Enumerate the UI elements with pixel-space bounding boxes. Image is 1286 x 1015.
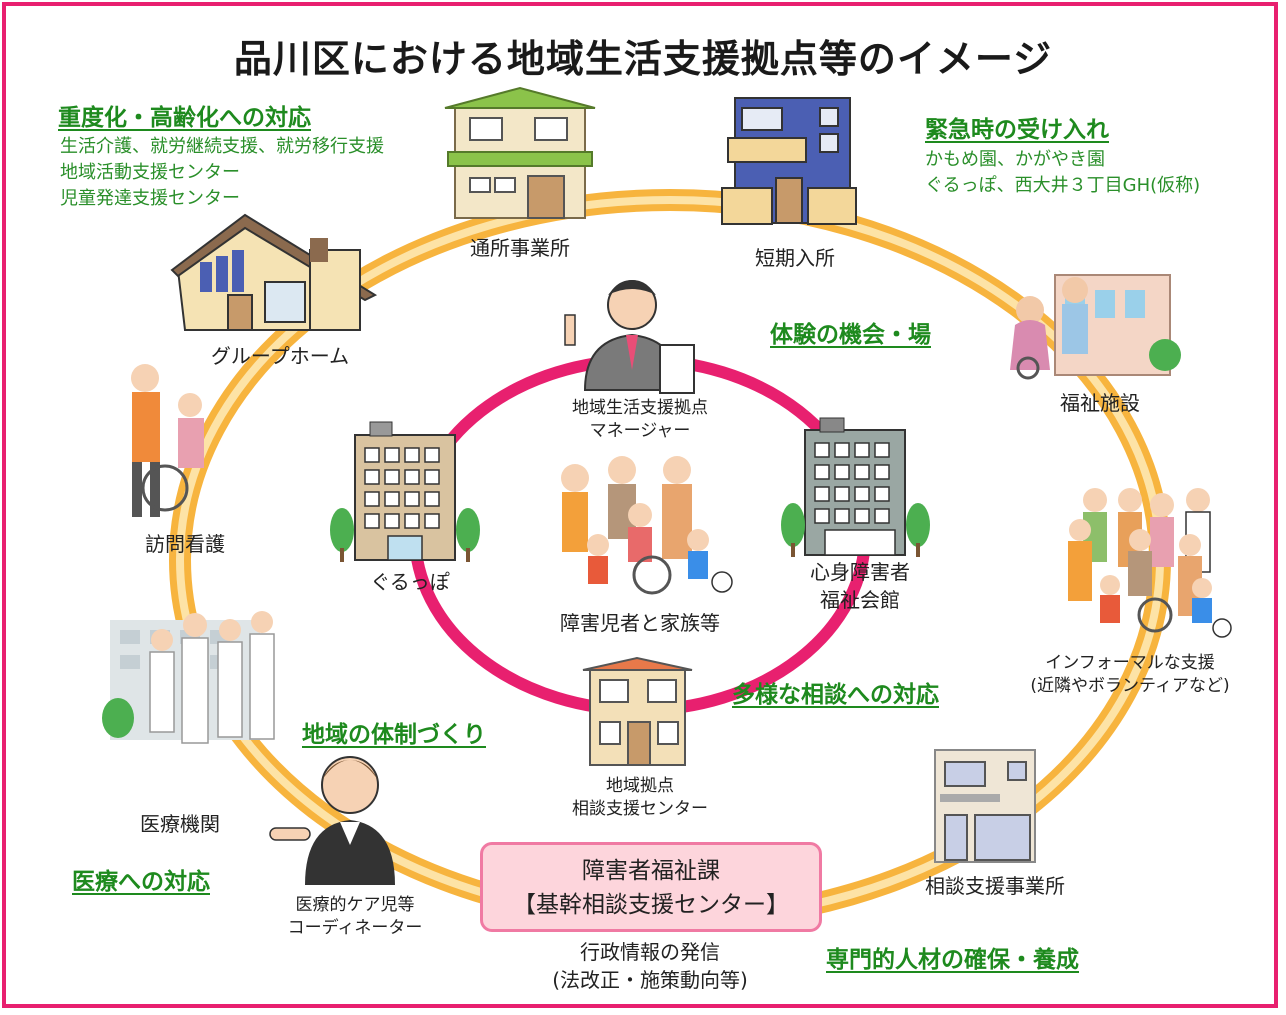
- visiting-nursing-icon: [131, 364, 204, 517]
- welfare-hall-line: 心身障害者: [810, 560, 910, 584]
- manager-line: マネージャー: [589, 421, 691, 441]
- regional-center-label: 地域拠点 相談支援センター: [540, 775, 740, 821]
- regional-center-line: 地域拠点: [606, 776, 674, 796]
- emergency-lines: かもめ園、かがやき園 ぐるっぽ、西大井３丁目GH(仮称): [925, 147, 1200, 199]
- center-box-line2: 【基幹相談支援センター】: [513, 892, 789, 918]
- group-home-house-icon: [170, 213, 378, 331]
- specialist-heading: 専門的人材の確保・養成: [826, 947, 1079, 973]
- informal-support-label: インフォーマルな支援 (近隣やボランティアなど): [1000, 652, 1260, 698]
- emergency-line: かもめ園、かがやき園: [925, 149, 1105, 170]
- families-group-icon: [561, 456, 733, 595]
- center-box-line1: 障害者福祉課: [582, 858, 720, 884]
- medical-institution-label: 医療機関: [140, 812, 220, 836]
- manager-label: 地域生活支援拠点 マネージャー: [540, 397, 740, 443]
- day-service-building-icon: [444, 86, 596, 219]
- gurupo-label: ぐるっぽ: [370, 570, 450, 594]
- welfare-facility-icon: [1010, 274, 1181, 380]
- admin-info-label: 行政情報の発信 (法改正・施策動向等): [520, 938, 780, 994]
- admin-info-line: 行政情報の発信: [580, 940, 720, 964]
- emergency-line: ぐるっぽ、西大井３丁目GH(仮称): [925, 175, 1201, 196]
- coordinator-line: コーディネーター: [287, 918, 423, 938]
- short-stay-building-icon: [721, 97, 857, 225]
- day-service-label: 通所事業所: [470, 236, 570, 260]
- emergency-heading: 緊急時の受け入れ: [925, 117, 1109, 143]
- short-stay-label: 短期入所: [755, 246, 835, 270]
- manager-person-icon: [564, 280, 695, 394]
- experience-heading: 体験の機会・場: [770, 322, 931, 348]
- informal-support-group-icon: [1068, 488, 1232, 638]
- core-consultation-center-box: 障害者福祉課 【基幹相談支援センター】: [480, 842, 822, 932]
- severity-heading: 重度化・高齢化への対応: [58, 105, 311, 131]
- coordinator-line: 医療的ケア児等: [295, 895, 415, 915]
- welfare-hall-building-icon: [781, 417, 930, 557]
- page-title: 品川区における地域生活支援拠点等のイメージ: [233, 37, 1053, 81]
- consultation-heading: 多様な相談への対応: [732, 682, 939, 708]
- regional-center-line: 相談支援センター: [572, 799, 708, 819]
- coordinator-label: 医療的ケア児等 コーディネーター: [255, 894, 455, 940]
- welfare-hall-label: 心身障害者 福祉会館: [770, 558, 950, 614]
- severity-line: 児童発達支援センター: [60, 188, 240, 209]
- families-label: 障害児者と家族等: [560, 611, 720, 635]
- group-home-label: グループホーム: [210, 344, 350, 368]
- visiting-nursing-label: 訪問看護: [145, 532, 225, 556]
- regional-center-building-icon: [582, 656, 693, 766]
- severity-line: 生活介護、就労継続支援、就労移行支援: [60, 136, 384, 157]
- manager-line: 地域生活支援拠点: [572, 398, 708, 418]
- informal-support-line: (近隣やボランティアなど): [1030, 676, 1230, 696]
- medical-heading: 医療への対応: [72, 869, 210, 895]
- medical-institution-icon: [102, 611, 275, 744]
- welfare-hall-line: 福祉会館: [820, 588, 900, 612]
- welfare-facility-label: 福祉施設: [1060, 391, 1140, 415]
- admin-info-line: (法改正・施策動向等): [552, 968, 748, 992]
- severity-line: 地域活動支援センター: [60, 162, 240, 183]
- gurupo-building-icon: [330, 421, 480, 562]
- severity-lines: 生活介護、就労継続支援、就労移行支援 地域活動支援センター 児童発達支援センター: [60, 134, 384, 212]
- community-system-heading: 地域の体制づくり: [302, 722, 486, 748]
- consultation-office-icon: [934, 749, 1036, 863]
- informal-support-line: インフォーマルな支援: [1045, 653, 1215, 673]
- coordinator-person-icon: [269, 756, 395, 885]
- consultation-office-label: 相談支援事業所: [925, 874, 1065, 898]
